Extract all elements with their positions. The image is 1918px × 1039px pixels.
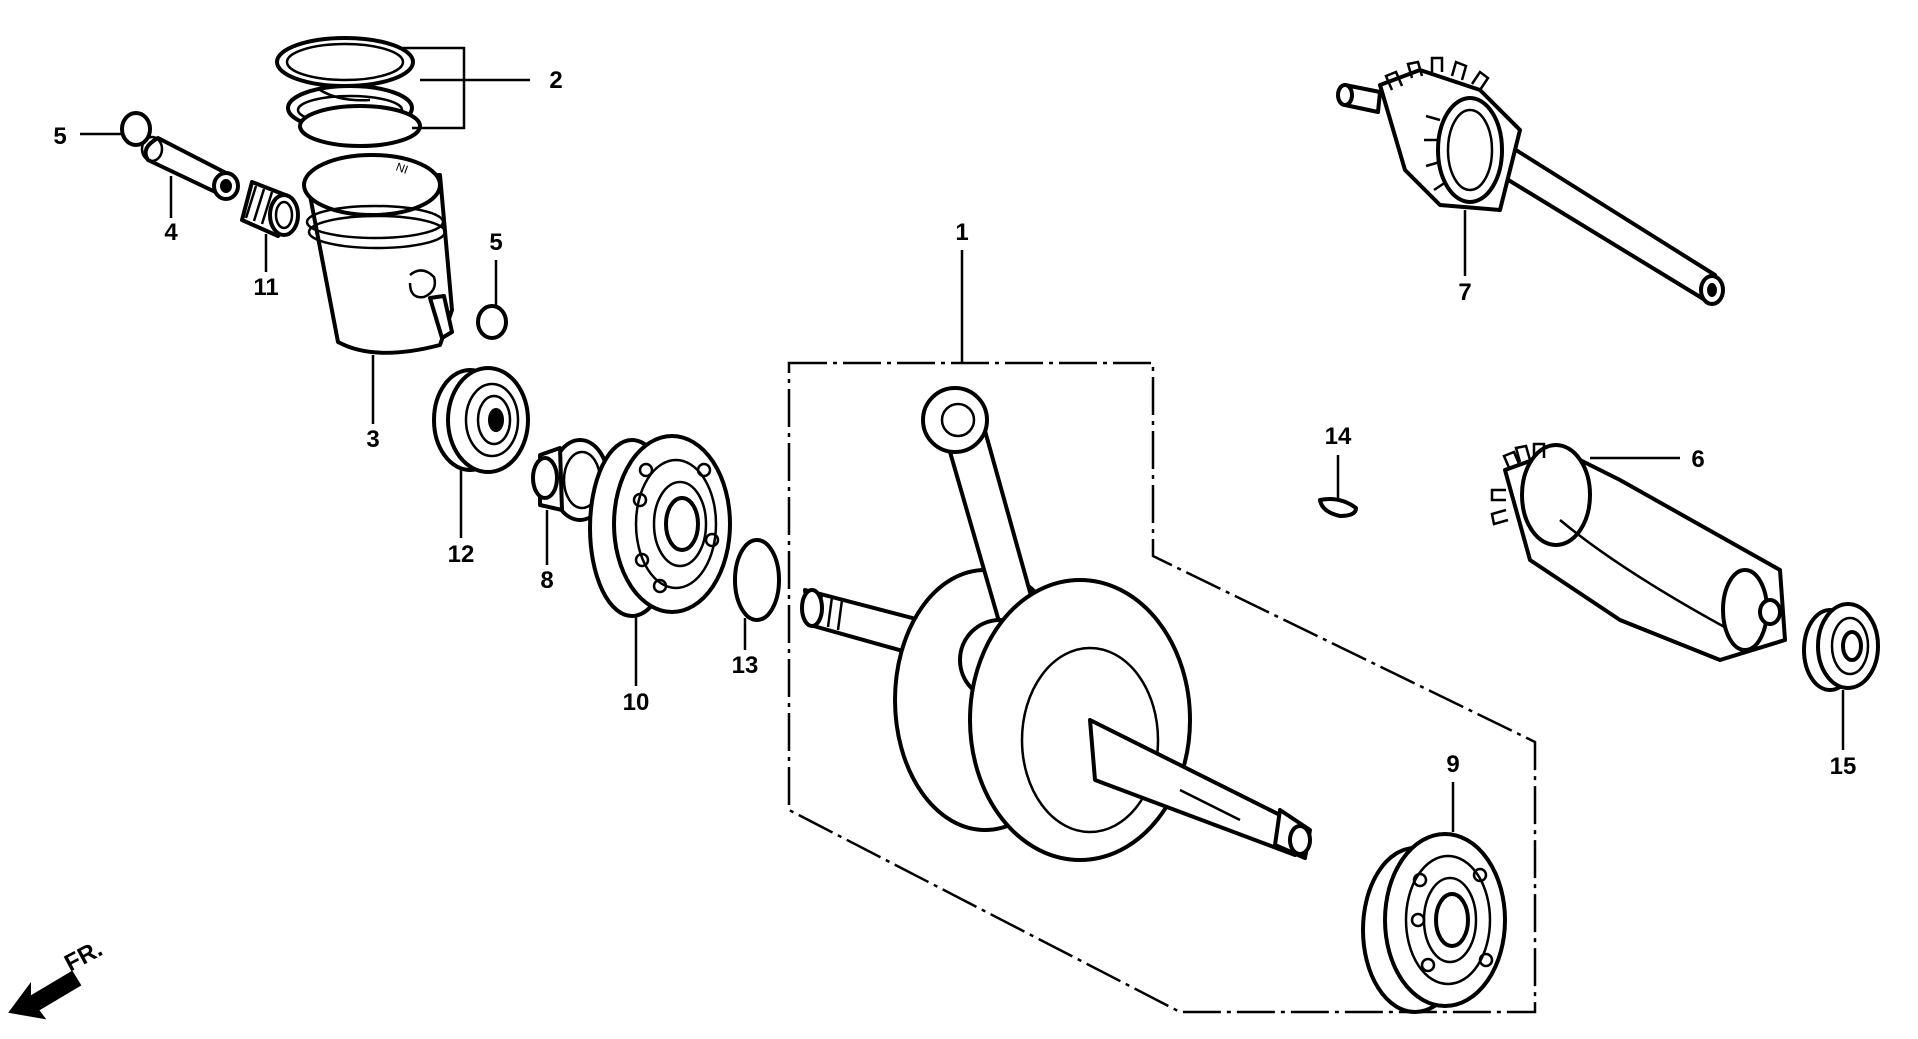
piston-pin-clip-right	[476, 304, 508, 340]
needle-bearing	[240, 180, 300, 238]
ball-bearing-small	[1802, 602, 1880, 692]
callout-3: 3	[366, 426, 379, 453]
ball-bearing-right	[1361, 832, 1507, 1014]
callout-8: 8	[540, 567, 553, 594]
woodruff-key	[1318, 497, 1358, 518]
callout-9: 9	[1446, 751, 1459, 778]
front-direction-arrow	[8, 970, 82, 1020]
front-label: FR.	[60, 935, 107, 977]
callout-2: 2	[549, 67, 562, 94]
ball-bearing-left	[588, 434, 732, 618]
svg-text:NI: NI	[394, 160, 410, 177]
callout-14: 14	[1325, 423, 1352, 450]
collar	[531, 438, 610, 522]
callout-6: 6	[1691, 446, 1704, 473]
callout-15: 15	[1830, 753, 1857, 780]
crankshaft-assembly-outline	[787, 361, 1537, 1014]
callout-11: 11	[253, 274, 278, 301]
leader-lines	[80, 46, 1845, 832]
crankshaft-assembly	[800, 386, 1312, 862]
balancer-shaft	[1490, 442, 1787, 662]
callout-4: 4	[164, 219, 178, 246]
piston-rings	[275, 36, 422, 148]
callout-12: 12	[448, 541, 475, 568]
circlip	[733, 538, 781, 622]
piston-pin	[140, 135, 240, 201]
callout-5-left: 5	[53, 123, 66, 150]
piston-pin-clip-left	[120, 111, 152, 147]
callout-7: 7	[1458, 279, 1471, 306]
oil-seal	[432, 366, 530, 474]
piston: NI	[302, 153, 454, 355]
callout-1: 1	[955, 219, 968, 246]
gear-shaft	[1336, 56, 1725, 306]
callout-13: 13	[732, 652, 759, 679]
callout-5-right: 5	[489, 229, 502, 256]
callout-10: 10	[623, 689, 650, 716]
